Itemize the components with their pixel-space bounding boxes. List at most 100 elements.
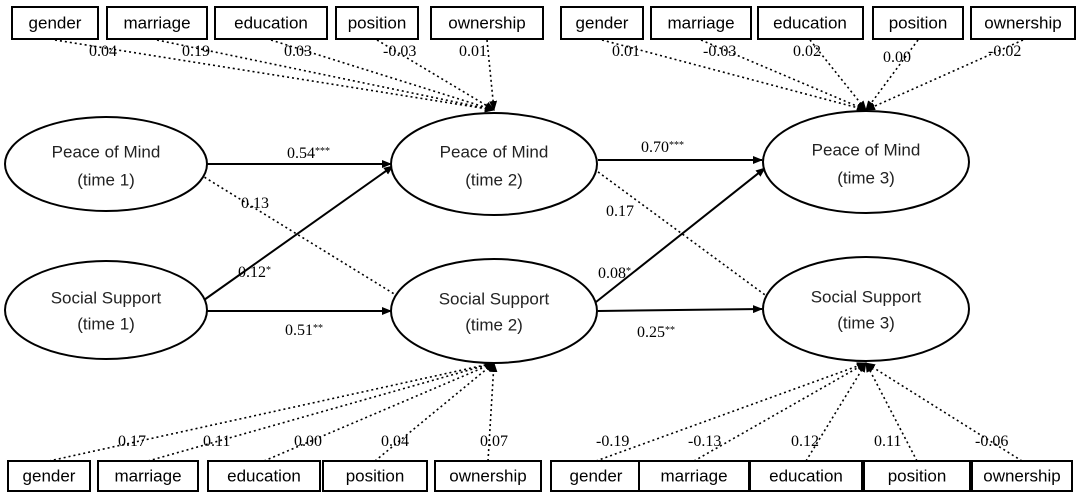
node-peace-of-mind-time3: Peace of Mind (time 3) (762, 110, 970, 214)
control-box-gender: gender (11, 6, 99, 40)
control-coef: 0.01 (459, 43, 487, 60)
svg-text:ownership: ownership (984, 14, 1062, 33)
coef-pom1-ss2: 0.13 (241, 195, 269, 212)
control-coef: 0.03 (284, 43, 312, 60)
control-path (601, 39, 867, 112)
control-box-gender: gender (550, 460, 642, 492)
path-ss1-to-pom2 (203, 165, 394, 301)
svg-text:ownership: ownership (983, 467, 1061, 486)
svg-text:education: education (234, 14, 308, 33)
control-paths-top-left (54, 39, 498, 113)
coef-pom2-pom3: 0.70*** (641, 139, 684, 156)
svg-text:marriage: marriage (660, 467, 727, 486)
control-path (865, 362, 1023, 462)
path-pom2-to-ss3 (589, 165, 777, 304)
control-coef: 0.04 (89, 43, 117, 60)
svg-text:gender: gender (570, 467, 623, 486)
node-peace-of-mind-time2: Peace of Mind (time 2) (390, 112, 598, 216)
control-coef: 0.19 (182, 43, 210, 60)
control-box-education: education (757, 6, 864, 40)
control-path (805, 362, 867, 462)
control-path (865, 362, 918, 462)
control-path (486, 39, 498, 111)
node-social-support-time3: Social Support (time 3) (762, 256, 970, 362)
control-coef: 0.00 (883, 49, 911, 66)
control-box-marriage: marriage (638, 460, 750, 492)
control-path (263, 362, 495, 462)
svg-text:ownership: ownership (449, 467, 527, 486)
node-sublabel: (time 1) (77, 171, 135, 190)
control-path (156, 39, 495, 113)
svg-text:education: education (227, 467, 301, 486)
control-path (374, 362, 495, 462)
control-box-ownership: ownership (430, 6, 544, 40)
control-coef: 0.17 (118, 433, 146, 450)
control-box-marriage: marriage (106, 6, 208, 40)
control-path (54, 39, 495, 113)
control-path (487, 362, 498, 462)
svg-text:marriage: marriage (667, 14, 734, 33)
control-box-education: education (749, 460, 863, 492)
coef-ss2-pom3: 0.08* (598, 265, 631, 282)
control-coef: -0.19 (596, 433, 629, 450)
control-coef: 0.01 (612, 43, 640, 60)
control-box-ownership: ownership (970, 6, 1076, 40)
svg-text:position: position (346, 467, 405, 486)
control-paths-top-right (601, 39, 1024, 112)
node-label: Peace of Mind (812, 141, 921, 160)
node-sublabel: (time 1) (77, 315, 135, 334)
control-path (595, 362, 867, 462)
control-coef: -0.03 (703, 43, 736, 60)
control-path (865, 39, 1024, 111)
control-coef: 0.00 (294, 433, 322, 450)
coef-ss1-ss2: 0.51** (285, 322, 323, 339)
coef-ss2-ss3: 0.25** (637, 324, 675, 341)
control-paths-bottom-right (595, 362, 1023, 462)
control-coef: 0.11 (203, 433, 230, 450)
coef-ss1-pom2: 0.12* (238, 264, 271, 281)
svg-text:position: position (889, 14, 948, 33)
control-coef: -0.13 (688, 433, 721, 450)
svg-text:marriage: marriage (123, 14, 190, 33)
svg-text:position: position (348, 14, 407, 33)
control-coef: -0.03 (383, 43, 416, 60)
svg-text:education: education (773, 14, 847, 33)
svg-text:gender: gender (576, 14, 629, 33)
control-box-gender: gender (560, 6, 644, 40)
svg-text:marriage: marriage (114, 467, 181, 486)
path-ss2-to-pom3 (595, 167, 766, 303)
control-path (270, 39, 495, 112)
node-label: Social Support (439, 290, 550, 309)
control-box-education: education (214, 6, 328, 40)
coef-pom2-ss3: 0.17 (606, 203, 634, 220)
node-label: Peace of Mind (440, 143, 549, 162)
control-coef: 0.07 (480, 433, 508, 450)
svg-text:gender: gender (29, 14, 82, 33)
node-social-support-time2: Social Support (time 2) (390, 258, 598, 364)
control-coef: -0.06 (975, 433, 1008, 450)
path-ss2-to-ss3 (597, 305, 763, 314)
node-sublabel: (time 2) (465, 316, 523, 335)
svg-text:gender: gender (23, 467, 76, 486)
control-box-ownership: ownership (971, 460, 1073, 492)
control-coef: 0.04 (381, 433, 409, 450)
control-coef: -0.02 (988, 43, 1021, 60)
node-label: Social Support (51, 289, 162, 308)
control-coef: 0.11 (874, 433, 901, 450)
control-box-position: position (863, 460, 971, 492)
node-label: Social Support (811, 288, 922, 307)
node-sublabel: (time 3) (837, 169, 895, 188)
node-peace-of-mind-time1: Peace of Mind (time 1) (4, 116, 208, 212)
control-box-gender: gender (7, 460, 91, 492)
control-path (48, 361, 495, 462)
control-box-marriage: marriage (650, 6, 752, 40)
svg-text:education: education (769, 467, 843, 486)
control-box-education: education (207, 460, 321, 492)
control-box-position: position (335, 6, 419, 40)
node-label: Peace of Mind (52, 143, 161, 162)
control-coef: 0.02 (793, 43, 821, 60)
node-social-support-time1: Social Support (time 1) (4, 260, 208, 360)
control-box-position: position (872, 6, 964, 40)
control-coef: 0.12 (791, 433, 819, 450)
